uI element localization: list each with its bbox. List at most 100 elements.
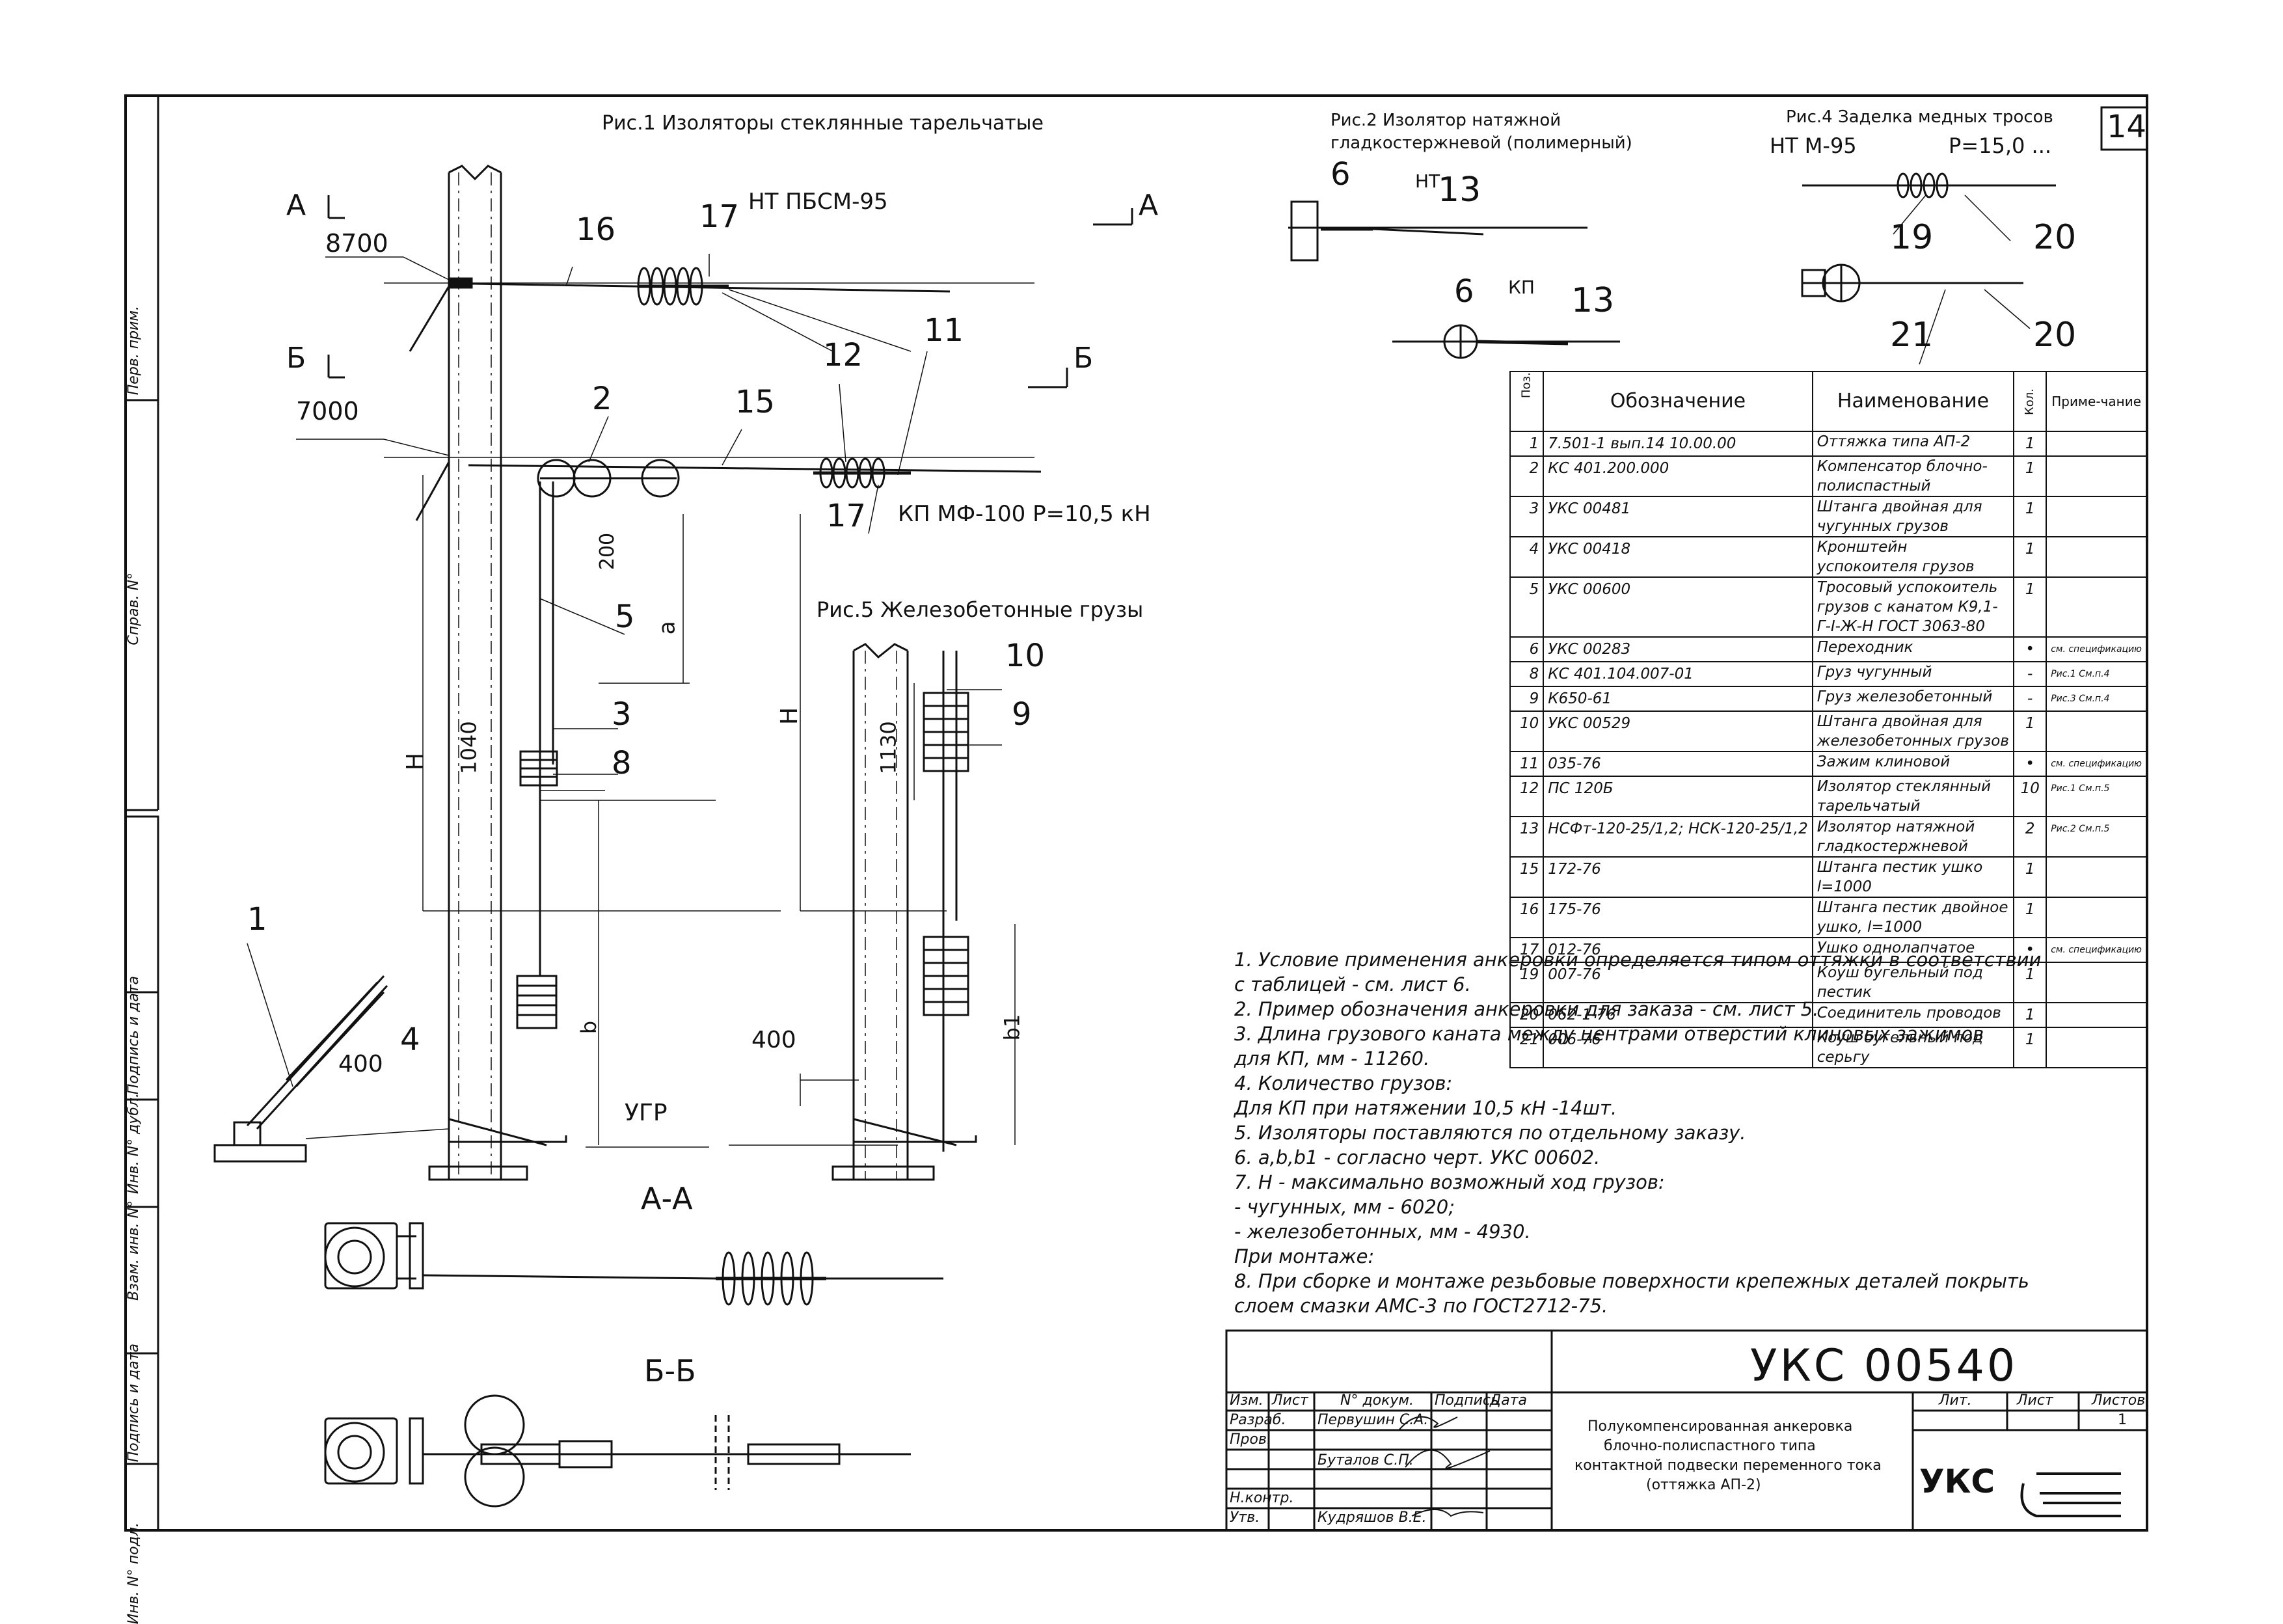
dim-8700: 8700 <box>325 229 388 258</box>
note-line: 3. Длина грузового каната между центрами… <box>1234 1023 1984 1045</box>
spec-cell-des: ПС 120Б <box>1543 776 1813 817</box>
spec-cell-pos: 9 <box>1509 686 1545 712</box>
spec-cell-name: Соединитель проводов <box>1811 1002 2015 1028</box>
callout-5: 5 <box>615 599 635 635</box>
spec-cell-pos: 15 <box>1509 856 1545 898</box>
dim-400-left: 400 <box>338 1051 383 1077</box>
spec-cell-pos: 20 <box>1509 1002 1545 1028</box>
fig5-title: Рис.5 Железобетонные грузы <box>817 597 1144 622</box>
spec-cell-des: 7.501-1 вып.14 10.00.00 <box>1543 431 1813 457</box>
spec-cell-qty: 10 <box>2013 776 2047 817</box>
dim-h-left: Н <box>402 752 429 771</box>
spec-cell-qty: 1 <box>2013 1002 2047 1028</box>
callout-17b: 17 <box>826 498 867 534</box>
note-line: Для КП при натяжении 10,5 кН -14шт. <box>1234 1097 1617 1119</box>
spec-cell-qty: - <box>2013 661 2047 687</box>
spec-cell-note <box>2046 710 2147 752</box>
note-line: 2. Пример обозначения анкеровки для зака… <box>1234 998 1819 1020</box>
col-date: Дата <box>1490 1392 1527 1409</box>
spec-cell-des: УКС 00418 <box>1543 536 1813 578</box>
fig4-sub: НТ М-95 <box>1770 133 1857 158</box>
note-line: 8. При сборке и монтаже резьбовые поверх… <box>1234 1270 2029 1292</box>
drawing-frame <box>124 94 2148 1532</box>
spec-cell-name: Изолятор стеклянный тарельчатый <box>1811 776 2015 817</box>
dim-400-right: 400 <box>751 1027 796 1053</box>
spec-cell-des: 007-76 <box>1543 962 1813 1003</box>
spec-cell-pos: 1 <box>1509 431 1545 457</box>
spec-cell-des: КС 401.104.007-01 <box>1543 661 1813 687</box>
note-line: слоем смазки АМС-3 по ГОСТ2712-75. <box>1234 1295 1608 1317</box>
callout-9: 9 <box>1012 696 1032 733</box>
sheet-number: 14 <box>2107 109 2147 145</box>
nt-pbsm-label: НТ ПБСМ-95 <box>748 189 888 215</box>
section-mark-a-right: А <box>1139 189 1159 222</box>
organization-logo <box>2020 1472 2121 1517</box>
spec-cell-name: Коуш бугельный под серьгу <box>1811 1027 2015 1068</box>
fig4-title: Рис.4 Заделка медных тросов <box>1786 107 2053 127</box>
fig2-nt-label: НТ <box>1415 170 1440 192</box>
spec-cell-pos: 5 <box>1509 576 1545 638</box>
mast-figure-1 <box>296 165 1133 1181</box>
doc-title-l1: Полукомпенсированная анкеровка <box>1587 1418 1853 1435</box>
callout-6a: 6 <box>1331 156 1351 193</box>
note-line: - чугунных, мм - 6020; <box>1234 1196 1455 1218</box>
spec-cell-des: 062-1-76 <box>1543 1002 1813 1028</box>
note-line: При монтаже: <box>1234 1245 1375 1267</box>
spec-cell-des: К650-61 <box>1543 686 1813 712</box>
fig2-title-l1: Рис.2 Изолятор натяжной <box>1331 111 1561 130</box>
spec-cell-qty: 1 <box>2013 856 2047 898</box>
dim-1040: 1040 <box>456 721 481 774</box>
spec-cell-pos: 13 <box>1509 816 1545 858</box>
doc-title-l4: (оттяжка АП-2) <box>1646 1477 1761 1493</box>
spec-header-designation: Обозначение <box>1543 371 1813 432</box>
callout-19: 19 <box>1890 218 1934 257</box>
spec-cell-name: Кронштейн успокоителя грузов <box>1811 536 2015 578</box>
spec-cell-qty: • <box>2013 636 2047 662</box>
note-line: 5. Изоляторы поставляются по отдельному … <box>1234 1122 1746 1144</box>
section-a-a-title: А-А <box>641 1181 693 1216</box>
spec-cell-name: Ушко однолапчатое <box>1811 937 2015 963</box>
spec-cell-pos: 10 <box>1509 710 1545 752</box>
section-mark-b-left: Б <box>286 342 306 375</box>
spec-cell-name: Оттяжка типа АП-2 <box>1811 431 2015 457</box>
spec-cell-des: 035-76 <box>1543 751 1813 777</box>
section-mark-b-right: Б <box>1074 342 1094 375</box>
section-b-b-title: Б-Б <box>644 1353 696 1388</box>
callout-11: 11 <box>924 312 964 349</box>
callout-20b: 20 <box>2033 316 2077 355</box>
spec-cell-qty: 1 <box>2013 431 2047 457</box>
spec-cell-note <box>2046 536 2147 578</box>
callout-6b: 6 <box>1454 273 1474 310</box>
callout-12: 12 <box>823 337 863 373</box>
spec-cell-qty: 1 <box>2013 496 2047 537</box>
callout-15: 15 <box>735 384 776 420</box>
specification-table: Поз. Обозначение Наименование Кол. Приме… <box>1509 371 2147 1068</box>
figure-4-copper-ropes <box>1801 172 2056 365</box>
spec-cell-qty: • <box>2013 751 2047 777</box>
col-doc: N° докум. <box>1340 1392 1414 1409</box>
dim-a: а <box>654 621 681 635</box>
callout-3: 3 <box>612 696 632 733</box>
spec-cell-pos: 19 <box>1509 962 1545 1003</box>
section-b-b <box>324 1394 911 1508</box>
doc-code: УКС 00540 <box>1750 1340 2018 1392</box>
spec-cell-name: Компенсатор блочно-полиспастный <box>1811 455 2015 497</box>
spec-cell-name: Переходник <box>1811 636 2015 662</box>
spec-cell-qty: 2 <box>2013 816 2047 858</box>
prov-name: Буталов С.П. <box>1317 1452 1414 1468</box>
ugr-label: УГР <box>625 1100 668 1126</box>
figure-2-insulator <box>1288 200 1620 359</box>
spec-header-qty: Кол. <box>2014 372 2047 431</box>
cast-iron-weight-lower <box>516 975 558 1029</box>
prov-label: Пров. <box>1230 1431 1271 1448</box>
spec-cell-name: Изолятор натяжной гладкостержневой <box>1811 816 2015 858</box>
spec-cell-des: УКС 00600 <box>1543 576 1813 638</box>
spec-cell-note <box>2046 856 2147 898</box>
